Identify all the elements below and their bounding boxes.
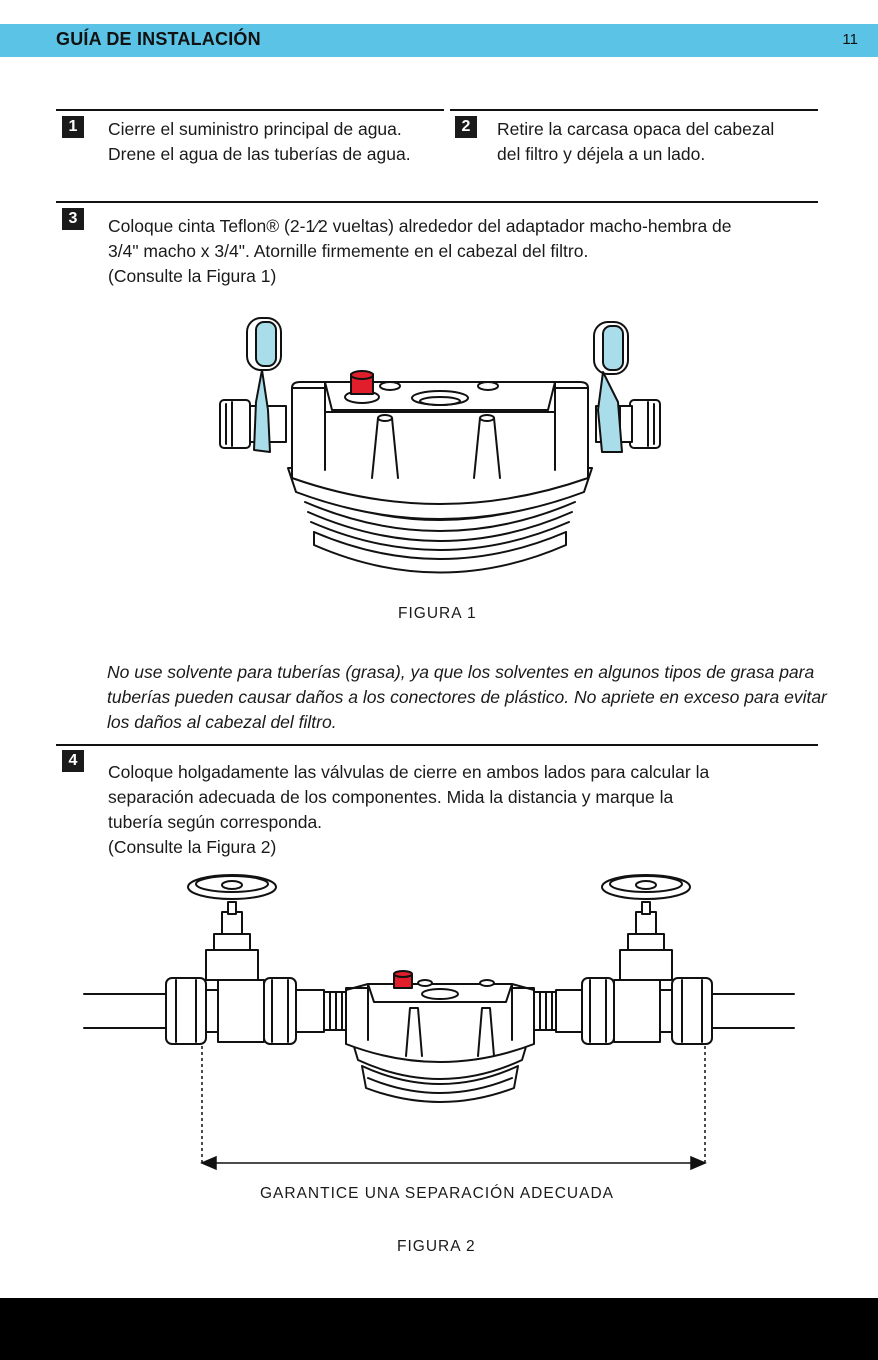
- figure-2-caption: FIGURA 2: [397, 1238, 476, 1255]
- step-1-badge: 1: [62, 116, 84, 138]
- page-title: GUÍA DE INSTALACIÓN: [56, 29, 261, 49]
- step-2-text: Retire la carcasa opaca del cabezal del …: [497, 119, 775, 164]
- caution-note: No use solvente para tuberías (grasa), y…: [107, 662, 827, 732]
- step-2-badge: 2: [455, 116, 477, 138]
- header-bar: GUÍA DE INSTALACIÓN 11: [0, 24, 878, 57]
- page-number: 11: [842, 31, 858, 48]
- step-4-rule: [56, 744, 818, 746]
- step-3-rule: [56, 201, 818, 203]
- step-3-badge: 3: [62, 208, 84, 230]
- step-2-rule: [450, 109, 818, 111]
- figure-1-caption: FIGURA 1: [398, 605, 477, 622]
- step-4-badge: 4: [62, 750, 84, 772]
- spacing-label: GARANTICE UNA SEPARACIÓN ADECUADA: [260, 1185, 614, 1202]
- step-3-text: Coloque cinta Teflon® (2-1⁄2 vueltas) al…: [108, 216, 732, 286]
- step-4-text: Coloque holgadamente las válvulas de cie…: [108, 762, 710, 857]
- step-1-text: Cierre el suministro principal de agua. …: [108, 119, 411, 164]
- footer-bar: [0, 1298, 878, 1360]
- step-1-rule: [56, 109, 444, 111]
